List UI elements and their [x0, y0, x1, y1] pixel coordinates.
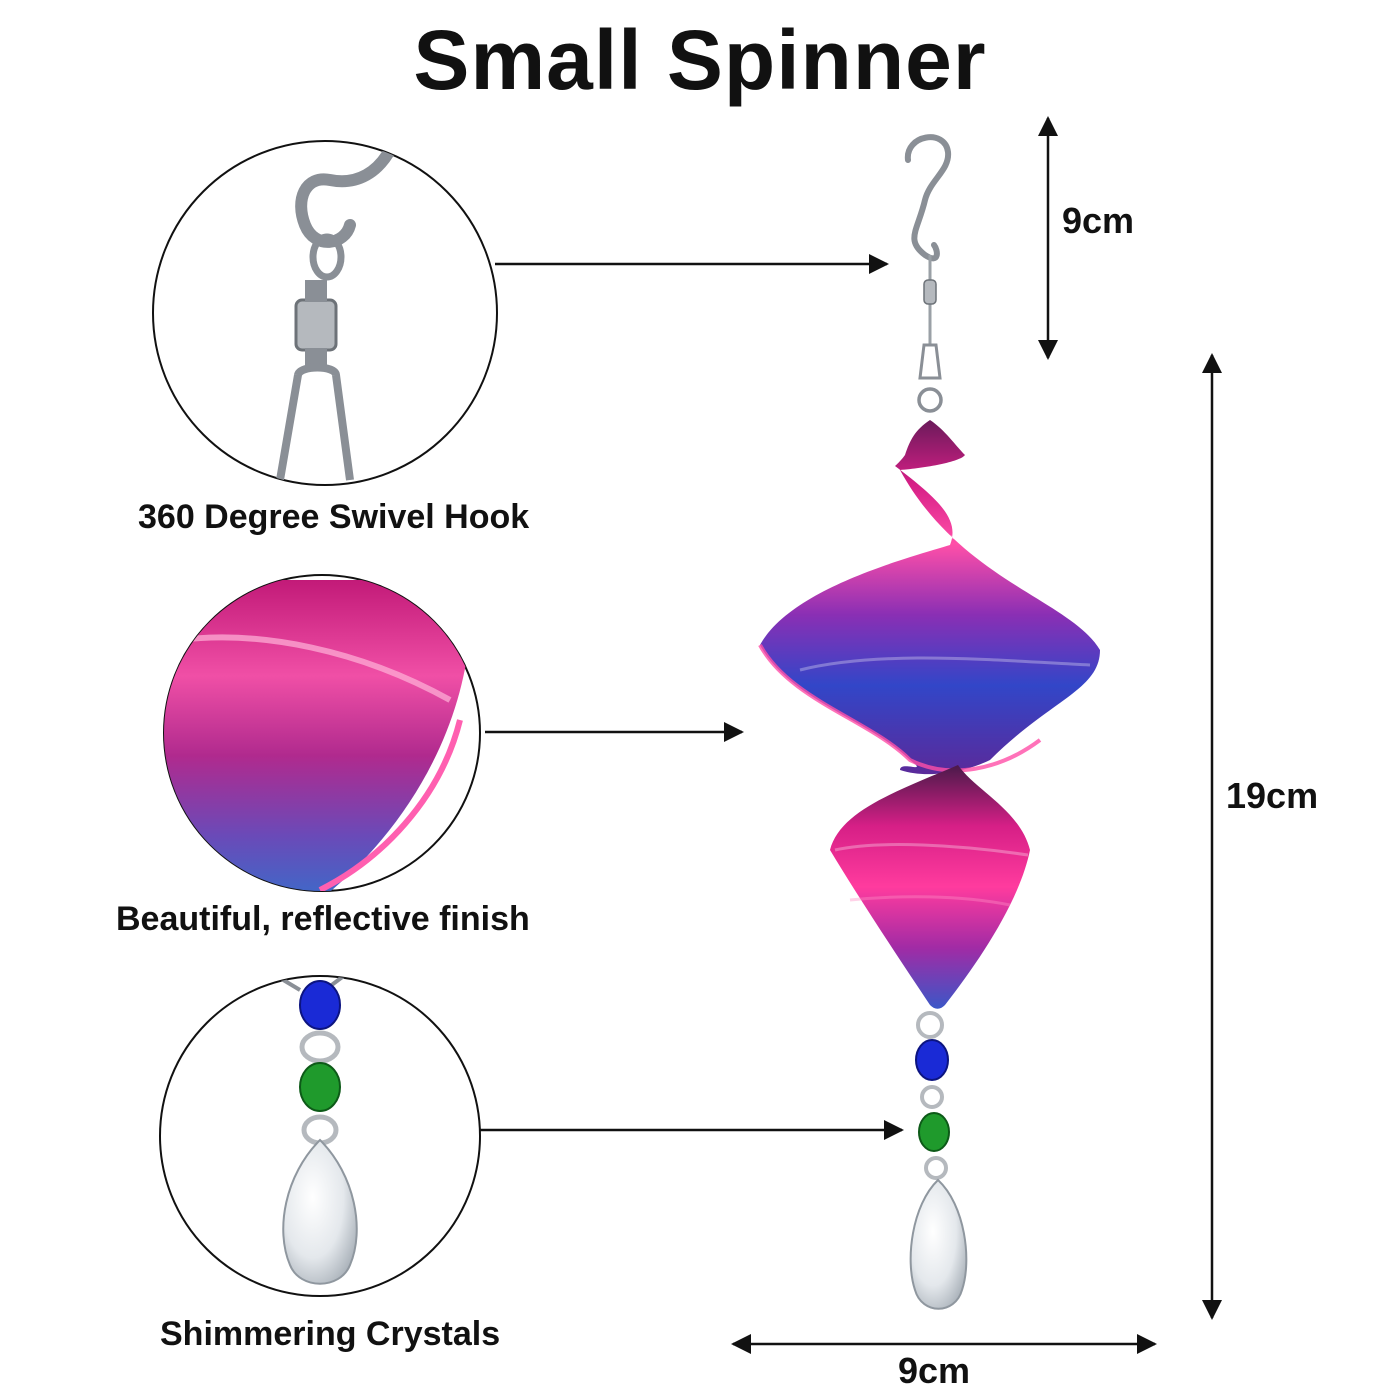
feature-caption-finish: Beautiful, reflective finish	[116, 900, 530, 938]
spinner-width-label: 9cm	[898, 1350, 971, 1391]
hook-height-label: 9cm	[1062, 200, 1135, 241]
swivel-hook-icon	[276, 141, 401, 481]
spinner-height-label: 19cm	[1226, 775, 1319, 816]
feature-caption-swivel-hook: 360 Degree Swivel Hook	[138, 498, 530, 536]
spinner-body	[758, 420, 1100, 1009]
finish-detail	[163, 574, 481, 892]
page-title: Small Spinner	[413, 13, 987, 107]
feature-caption-crystals: Shimmering Crystals	[160, 1315, 501, 1353]
crystal-detail	[159, 975, 481, 1297]
spinner-crystals	[909, 1011, 968, 1310]
swivel-hook-detail	[152, 140, 498, 486]
spinner-hook	[904, 134, 952, 413]
crystal-icon	[273, 976, 358, 1285]
reflective-finish-icon	[164, 580, 471, 891]
